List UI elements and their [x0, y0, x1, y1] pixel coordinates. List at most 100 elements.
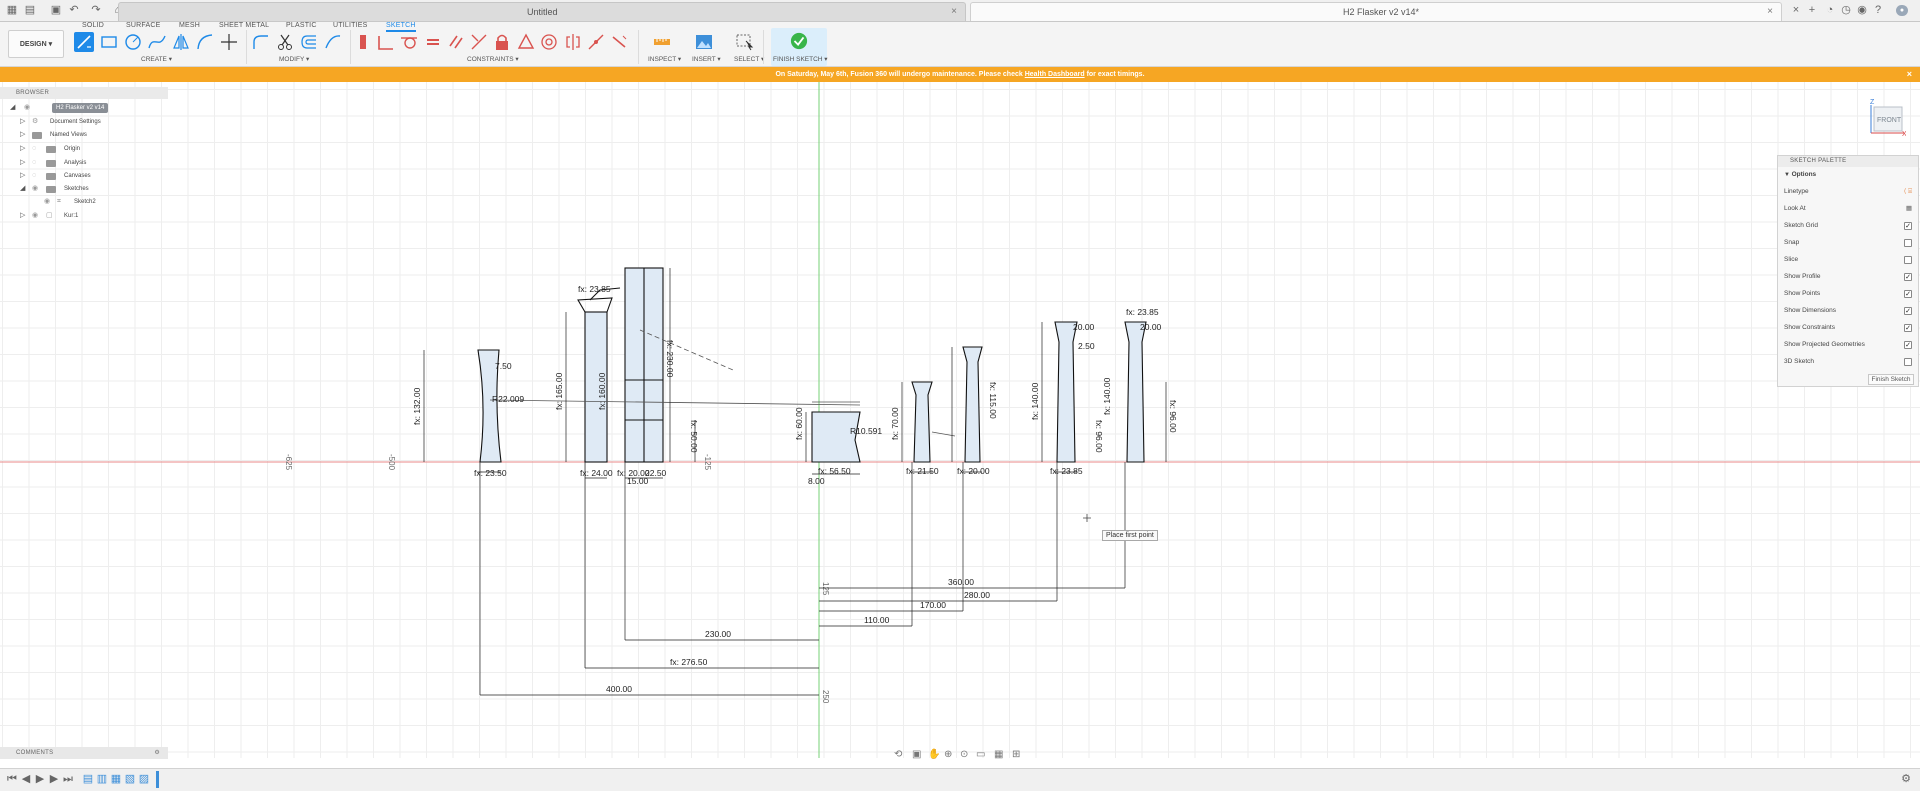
dimension-label[interactable]: 170.00: [920, 600, 946, 610]
insert-image-button[interactable]: [694, 32, 714, 52]
symmetry-tool-button[interactable]: [563, 32, 583, 52]
tab-mesh[interactable]: MESH: [179, 22, 201, 29]
dimension-label[interactable]: fx: 20.00: [957, 466, 990, 476]
dimension-label[interactable]: 20.00: [1140, 322, 1162, 332]
grid-settings-icon[interactable]: ▦: [994, 749, 1003, 760]
step-back-icon[interactable]: ◀: [21, 773, 31, 785]
dimension-label[interactable]: fx: 21.50: [906, 466, 939, 476]
palette-row-slice[interactable]: Slice: [1784, 255, 1914, 265]
profile-6[interactable]: [962, 346, 983, 463]
midpoint-tool-button[interactable]: [516, 32, 536, 52]
line-tool-button[interactable]: [74, 32, 94, 52]
tab-surface[interactable]: SURFACE: [126, 22, 161, 29]
display-settings-icon[interactable]: ▭: [976, 749, 985, 760]
dimension-label[interactable]: fx: 96.00: [1168, 400, 1178, 433]
point-tool-button[interactable]: [219, 32, 239, 52]
dimension-label[interactable]: fx: 230.00: [665, 340, 675, 378]
tab-sheet-metal[interactable]: SHEET METAL: [219, 22, 270, 29]
dimension-label[interactable]: R10.591: [850, 426, 882, 436]
dimension-label[interactable]: 230.00: [705, 629, 731, 639]
finish-sketch-small-button[interactable]: Finish Sketch: [1868, 374, 1914, 385]
grid-menu-icon[interactable]: ▦: [6, 4, 18, 16]
dimension-label[interactable]: fx: 160.00: [597, 372, 607, 410]
palette-row-snap[interactable]: Snap: [1784, 238, 1914, 248]
fillet-tool-button[interactable]: [251, 32, 271, 52]
add-tab-icon[interactable]: +: [1808, 4, 1816, 16]
palette-row-3d-sketch[interactable]: 3D Sketch: [1784, 357, 1914, 367]
timeline-feature-icon[interactable]: ▨: [138, 773, 150, 785]
collapse-icon[interactable]: ▼: [1784, 172, 1792, 178]
select-menu[interactable]: SELECT ▾: [734, 56, 765, 63]
tab-sketch[interactable]: SKETCH: [386, 22, 416, 32]
orbit-icon[interactable]: ⟲: [894, 749, 903, 760]
close-icon[interactable]: ×: [1767, 6, 1773, 17]
options-section[interactable]: ▼ Options: [1784, 170, 1914, 180]
avatar[interactable]: ●: [1896, 5, 1908, 16]
zoom-icon[interactable]: ⊕: [944, 749, 952, 760]
eye-icon[interactable]: ◉: [32, 212, 39, 219]
horizontal-vertical-tool-button[interactable]: [609, 32, 629, 52]
show-projected-checkbox[interactable]: ✓: [1904, 341, 1912, 349]
equal-tool-button[interactable]: [423, 32, 443, 52]
sketch-canvas[interactable]: -625 -500 -125 125 250: [0, 82, 1920, 758]
fit-icon[interactable]: ⊙: [960, 749, 968, 760]
collapse-icon[interactable]: ◢: [10, 104, 16, 111]
trim-tool-button[interactable]: [275, 32, 295, 52]
dimension-label[interactable]: 7.50: [495, 361, 512, 371]
perpendicular-tool-button[interactable]: [376, 32, 396, 52]
expand-icon[interactable]: ▷: [20, 172, 26, 179]
tab-h2-flasker[interactable]: H2 Flasker v2 v14* ×: [970, 2, 1782, 21]
palette-row-show-profile[interactable]: Show Profile✓: [1784, 272, 1914, 282]
viewcube-graphic[interactable]: Z X FRONT: [1866, 95, 1907, 138]
dimension-label[interactable]: fx: 20.00: [617, 468, 650, 478]
save-icon[interactable]: ▣: [50, 4, 62, 16]
notifications-icon[interactable]: ◉: [1857, 4, 1867, 16]
mirror-tool-button[interactable]: [171, 32, 191, 52]
dimension-label[interactable]: fx: 165.00: [554, 372, 564, 410]
slice-checkbox[interactable]: [1904, 256, 1912, 264]
pan-icon[interactable]: ✋: [928, 747, 940, 760]
circle-tool-button[interactable]: [123, 32, 143, 52]
expand-icon[interactable]: ▷: [20, 131, 26, 138]
dimension-label[interactable]: 360.00: [948, 577, 974, 587]
concentric-tool-button[interactable]: [539, 32, 559, 52]
profile-4[interactable]: [811, 411, 861, 463]
collinear-tool-button[interactable]: [469, 32, 489, 52]
profile-5[interactable]: [911, 381, 933, 463]
comments-panel[interactable]: COMMENTS ⚙: [0, 747, 168, 759]
funnel-detail[interactable]: [589, 287, 621, 301]
dimension-label[interactable]: fx: 140.00: [1102, 377, 1112, 415]
expand-icon[interactable]: ▷: [20, 118, 26, 125]
design-workspace-button[interactable]: DESIGN ▾: [8, 30, 64, 58]
file-menu-icon[interactable]: ▤: [24, 4, 36, 16]
inspect-menu[interactable]: INSPECT ▾: [648, 56, 682, 63]
show-dimensions-checkbox[interactable]: ✓: [1904, 307, 1912, 315]
dimension-label[interactable]: fx: 115.00: [988, 382, 998, 419]
job-status-icon[interactable]: ◷: [1841, 4, 1851, 16]
insert-menu[interactable]: INSERT ▾: [692, 56, 721, 63]
dimension-label[interactable]: fx: 132.00: [412, 387, 422, 425]
dimension-label[interactable]: 20.00: [1073, 322, 1095, 332]
go-to-start-icon[interactable]: ⏮: [7, 773, 17, 785]
palette-row-linetype[interactable]: Linetype⟨ ⌸: [1784, 187, 1914, 197]
rectangle-tool-button[interactable]: [99, 32, 119, 52]
look-at-icon[interactable]: ▦: [1905, 205, 1912, 212]
eye-icon[interactable]: ◉: [32, 185, 39, 192]
parallel-tool-button[interactable]: [446, 32, 466, 52]
palette-row-show-points[interactable]: Show Points✓: [1784, 289, 1914, 299]
linetype-icon[interactable]: ⟨ ⌸: [1903, 188, 1912, 195]
gear-icon[interactable]: ⚙: [154, 750, 160, 756]
dimension-label[interactable]: fx: 276.50: [670, 657, 708, 667]
timeline-feature-icon[interactable]: ▧: [124, 773, 136, 785]
curvature-tool-button[interactable]: [586, 32, 606, 52]
profile-7[interactable]: [1054, 321, 1078, 463]
profile-2[interactable]: [584, 311, 608, 463]
palette-row-show-constraints[interactable]: Show Constraints✓: [1784, 323, 1914, 333]
dimension-label[interactable]: 400.00: [606, 684, 632, 694]
profile-8[interactable]: [1124, 321, 1147, 463]
curve-tool-button[interactable]: [323, 32, 343, 52]
tab-untitled[interactable]: Untitled ×: [118, 2, 966, 21]
go-to-end-icon[interactable]: ⏭: [63, 773, 73, 785]
navigation-icons[interactable]: ⟲ ▣ ✋ ⊕ ⊙ ▭ ▦ ⊞: [890, 746, 1030, 760]
dimension-label[interactable]: fx: 96.00: [1094, 420, 1104, 453]
